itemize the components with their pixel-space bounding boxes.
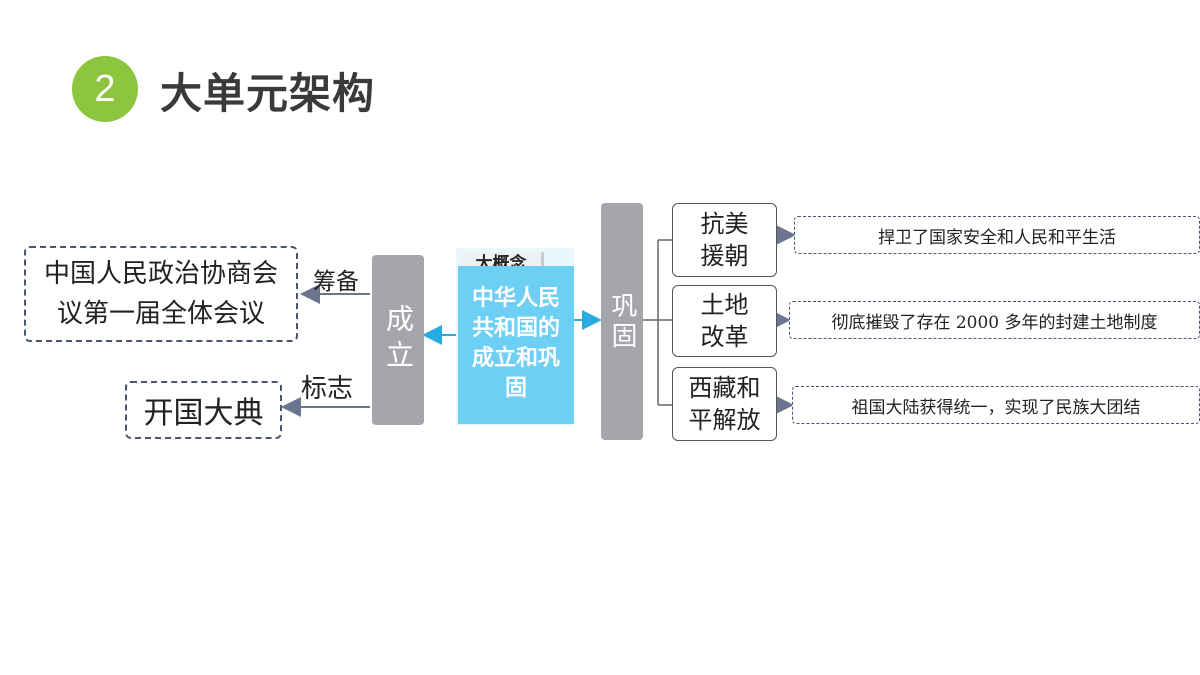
big-concept-body: 中华人民共和国的成立和巩固 [458,266,574,424]
topic-resist-us-aid-korea: 抗美援朝 [672,203,777,277]
establishment-bar-text: 成立 [382,304,415,376]
establishment-bar: 成立 [372,255,424,425]
big-concept-panel: 大概念 中华人民共和国的成立和巩固 [456,248,574,426]
topic-tibet-liberation: 西藏和平解放 [672,367,777,441]
consolidation-bar-text: 巩固 [607,291,637,352]
page-title: 大单元架构 [160,69,376,118]
result-tibet-liberation: 祖国大陆获得统一，实现了民族大团结 [792,386,1200,424]
label-preparation: 筹备 [313,269,359,295]
topic-land-reform: 土地改革 [672,285,777,357]
section-number-badge: 2 [72,56,138,122]
founding-ceremony-box: 开国大典 [125,381,282,439]
cppcc-box: 中国人民政治协商会议第一届全体会议 [24,246,298,342]
result-land-reform: 彻底摧毁了存在 2000 多年的封建土地制度 [789,301,1200,339]
result-resist-us-aid-korea: 捍卫了国家安全和人民和平生活 [794,216,1200,254]
consolidation-bar: 巩固 [601,203,643,440]
label-symbol: 标志 [301,374,354,404]
